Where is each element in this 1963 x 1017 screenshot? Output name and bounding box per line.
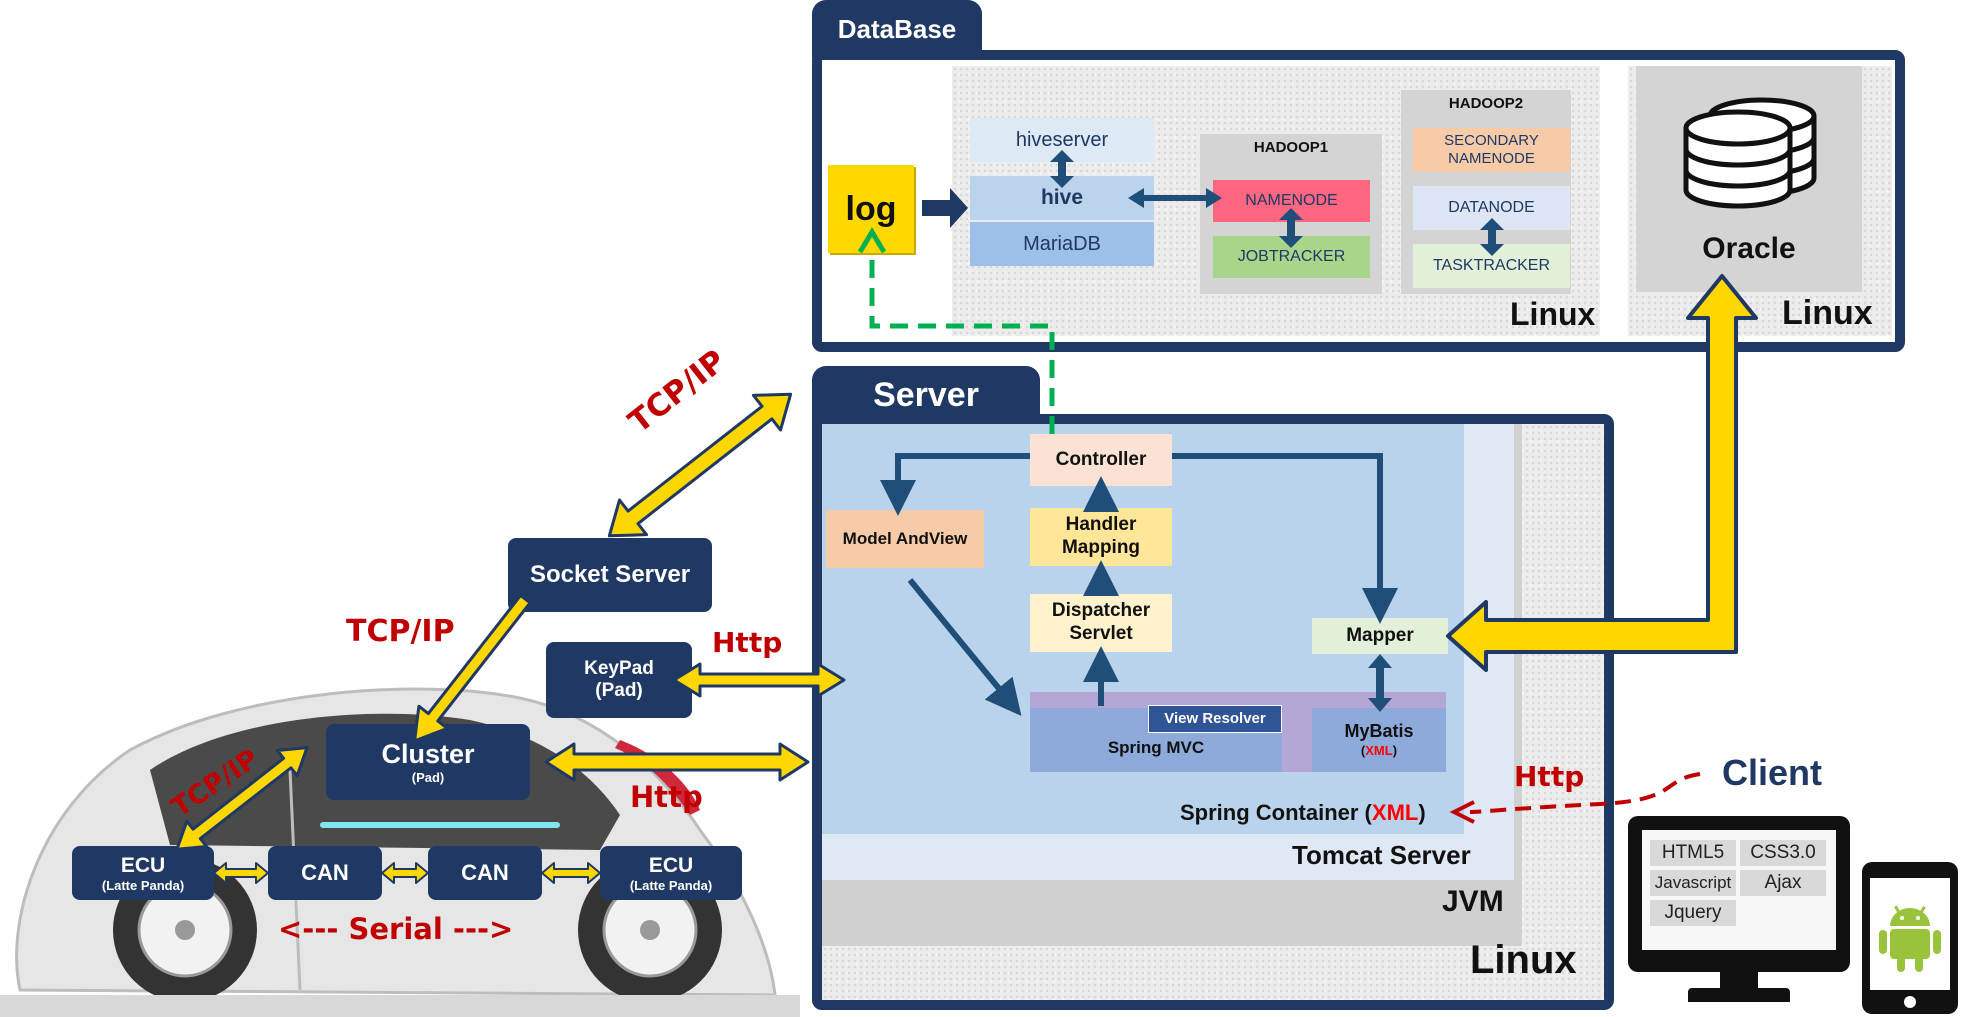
database-linux-right-label: Linux [1782,294,1873,332]
keypad-sub-label: (Pad) [595,680,643,701]
android-icon [1879,905,1941,972]
mapper-mybatis-arrow [1368,654,1392,712]
socket-server-box: Socket Server [508,538,712,612]
jobtracker-box: JOBTRACKER [1213,236,1370,278]
tech-css3: CSS3.0 [1740,840,1826,866]
secondary-namenode-label: SECONDARY NAMENODE [1444,132,1539,167]
modelandview-to-springmvc-arrow [907,578,1022,716]
server-tab-label: Server [873,375,979,414]
can-2-label: CAN [461,860,509,885]
ecu-right-sub-label: (Latte Panda) [629,877,713,893]
tasktracker-label: TASKTRACKER [1432,257,1551,275]
controller-to-log-dashed [869,250,1055,434]
tech-jquery: Jquery [1650,900,1736,926]
can-2-box: CAN [428,846,542,900]
cluster-server-arrow [544,742,810,782]
database-tab: DataBase [812,0,982,58]
hive-namenode-arrow [1128,188,1222,208]
socket-server-tcpip-arrow [607,392,793,538]
can-can-arrow [381,862,429,884]
datanode-label: DATANODE [1448,199,1535,217]
controller-to-modelandview-arrow [880,453,1030,516]
http-cluster-label: Http [630,780,703,814]
server-linux-label: Linux [1470,938,1577,982]
controller-label: Controller [1055,448,1147,470]
client-label: Client [1722,752,1823,793]
mybatis-box: MyBatis (XML) [1312,708,1446,772]
cluster-to-ecu-arrow [175,746,309,851]
monitor-base [1688,988,1790,1002]
hiveserver-label: hiveserver [1015,129,1109,151]
can-1-box: CAN [268,846,382,900]
can-ecu-arrow [541,862,601,884]
tomcat-server-label: Tomcat Server [1292,840,1471,870]
hiveserver-hive-arrow [1050,150,1074,188]
hive-box: hive [970,176,1154,220]
namenode-label: NAMENODE [1245,192,1338,210]
hadoop1-title: HADOOP1 [1253,139,1329,156]
socket-to-cluster-arrow [413,593,532,743]
cluster-sub-label: (Pad) [411,770,445,785]
namenode-jobtracker-arrow [1279,208,1303,248]
jobtracker-label: JOBTRACKER [1237,248,1346,266]
ecu-right-box: ECU (Latte Panda) [600,846,742,900]
mariadb-box: MariaDB [970,222,1154,266]
model-and-view-label: Model AndView [842,528,968,548]
jvm-label: JVM [1442,885,1504,918]
http-keypad-label: Http [712,626,783,659]
datanode-tasktracker-arrow [1480,218,1504,256]
log-to-hive-arrow [922,188,968,228]
mapper-label: Mapper [1346,624,1414,646]
mariadb-label: MariaDB [1023,233,1101,255]
mybatis-label: MyBatis [1344,721,1414,742]
view-resolver-label: View Resolver [1164,710,1266,727]
secondary-namenode-box: SECONDARY NAMENODE [1413,128,1570,172]
client-to-spring-dashed [1469,772,1701,814]
database-tab-label: DataBase [837,13,957,44]
namenode-box: NAMENODE [1213,180,1370,222]
oracle-mapper-arrow [1446,274,1758,672]
hive-label: hive [1040,186,1084,210]
log-label: log [845,189,897,228]
ecu-left-box: ECU (Latte Panda) [72,846,214,900]
keypad-box: KeyPad (Pad) [546,642,692,718]
ecu-left-sub-label: (Latte Panda) [101,877,185,893]
model-and-view-box: Model AndView [826,510,984,568]
database-cylinder-icon [1683,97,1817,209]
keypad-label: KeyPad [584,658,654,679]
tech-javascript: Javascript [1650,870,1736,896]
keypad-server-arrow [672,662,846,698]
phone-home-button [1904,996,1916,1008]
ecu-can-arrow [213,862,269,884]
spring-container-label: Spring Container (XML) [1180,800,1426,825]
mybatis-xml-label: (XML) [1360,743,1398,758]
tech-ajax: Ajax [1740,870,1826,896]
monitor-stand [1720,972,1758,990]
ecu-right-label: ECU [648,853,694,877]
tcpip-mid-label: TCP/IP [346,614,455,649]
oracle-label: Oracle [1702,232,1796,265]
controller-to-mapper-arrow [1172,453,1398,624]
spring-mvc-label: Spring MVC [1107,737,1205,757]
serial-label: <--- Serial ---> [278,912,514,946]
dispatcher-servlet-box: Dispatcher Servlet [1030,594,1172,652]
ecu-left-label: ECU [120,853,166,877]
database-linux-left-label: Linux [1510,296,1596,332]
mapper-box: Mapper [1312,618,1448,654]
cluster-label: Cluster [381,739,475,769]
tech-html5: HTML5 [1650,840,1736,866]
dispatcher-servlet-label: Dispatcher Servlet [1051,600,1151,644]
handler-mapping-label: Handler Mapping [1061,514,1141,558]
can-1-label: CAN [301,860,349,885]
http-client-label: Http [1514,760,1585,793]
handler-mapping-box: Handler Mapping [1030,508,1172,566]
view-resolver-box: View Resolver [1148,705,1282,733]
socket-server-label: Socket Server [529,561,691,588]
hadoop2-title: HADOOP2 [1448,95,1524,112]
